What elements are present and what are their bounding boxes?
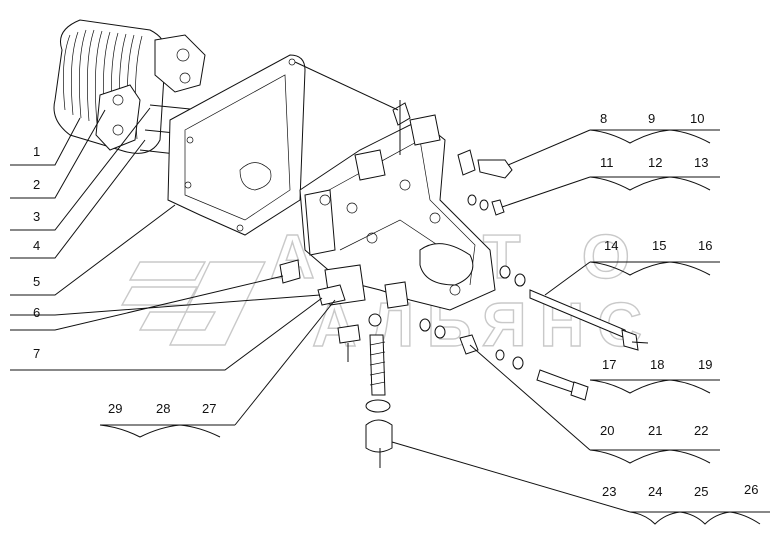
callout-29: 29 — [108, 401, 122, 416]
callout-17: 17 — [602, 357, 616, 372]
callout-21: 21 — [648, 423, 662, 438]
long-bolt-14-16 — [499, 265, 639, 351]
callout-1: 1 — [33, 144, 40, 159]
callout-19: 19 — [698, 357, 712, 372]
group-23-26: 23 24 25 26 — [602, 482, 761, 525]
watermark-logo-icon — [120, 261, 267, 346]
callout-15: 15 — [652, 238, 666, 253]
callout-18: 18 — [650, 357, 664, 372]
top-flange — [154, 34, 206, 93]
callout-4: 4 — [33, 238, 40, 253]
group-20-22: 20 21 22 — [589, 423, 711, 464]
callout-5: 5 — [33, 274, 40, 289]
callout-14: 14 — [604, 238, 618, 253]
callout-23: 23 — [602, 484, 616, 499]
callout-13: 13 — [694, 155, 708, 170]
group-29-27: 29 28 27 — [99, 401, 221, 438]
group-17-19: 17 18 19 — [589, 357, 712, 394]
callout-26: 26 — [744, 482, 758, 497]
callout-2: 2 — [33, 177, 40, 192]
callout-7: 7 — [33, 346, 40, 361]
callout-24: 24 — [648, 484, 662, 499]
bolt-17-22 — [419, 318, 589, 401]
filter-housing — [299, 114, 496, 311]
callout-10: 10 — [690, 111, 704, 126]
callout-20: 20 — [600, 423, 614, 438]
housing-gasket — [167, 54, 306, 236]
callout-6: 6 — [33, 305, 40, 320]
callout-8: 8 — [600, 111, 607, 126]
group-11-13: 11 12 13 — [589, 155, 711, 191]
top-bolt — [392, 100, 411, 155]
cooler-gasket — [95, 84, 141, 151]
callout-22: 22 — [694, 423, 708, 438]
callouts-left: 1 2 3 4 5 6 7 — [33, 144, 40, 361]
callout-3: 3 — [33, 209, 40, 224]
callout-16: 16 — [698, 238, 712, 253]
callout-12: 12 — [648, 155, 662, 170]
group-14-16: 14 15 16 — [589, 238, 712, 276]
callout-28: 28 — [156, 401, 170, 416]
callout-9: 9 — [648, 111, 655, 126]
callout-27: 27 — [202, 401, 216, 416]
callout-25: 25 — [694, 484, 708, 499]
callout-11: 11 — [600, 155, 614, 170]
bolt-8-10 — [457, 149, 513, 179]
group-8-10: 8 9 10 — [589, 111, 711, 144]
leader-lines — [10, 61, 770, 513]
washers-11-13 — [467, 194, 505, 216]
valve-stack — [279, 259, 393, 468]
